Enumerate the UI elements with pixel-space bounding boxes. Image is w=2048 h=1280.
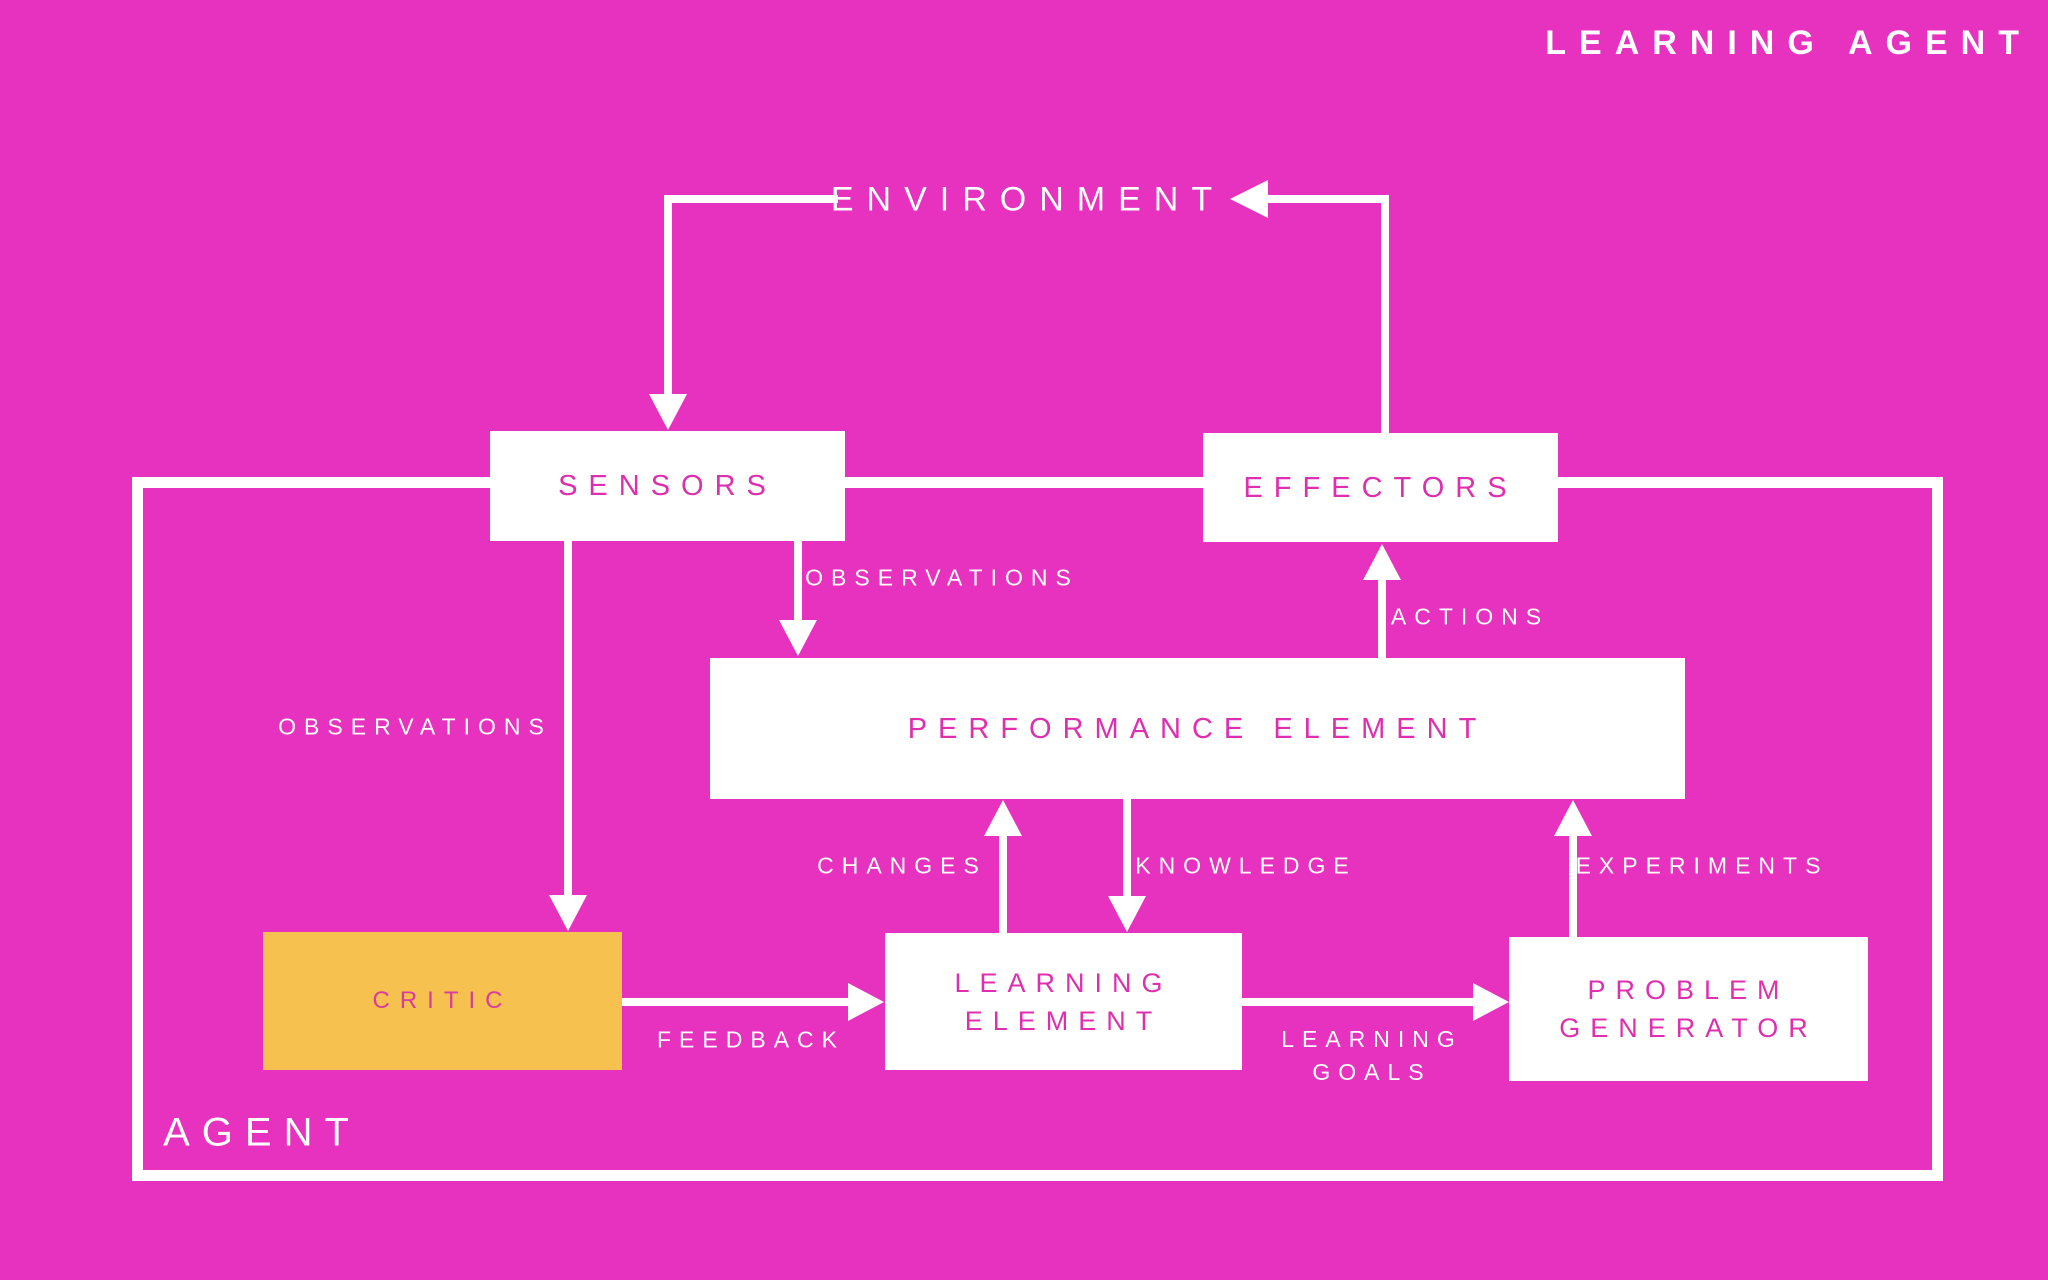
- feedback-label: FEEDBACK: [657, 1026, 845, 1053]
- sensors-label: SENSORS: [558, 470, 777, 502]
- changes-label: CHANGES: [817, 852, 987, 879]
- arrow-critic-to-learning: [622, 983, 884, 1021]
- performance-element-box: PERFORMANCE ELEMENT: [710, 658, 1685, 799]
- effectors-label: EFFECTORS: [1243, 471, 1518, 504]
- learning-element-label-line2: ELEMENT: [964, 1005, 1163, 1036]
- performance-element-label: PERFORMANCE ELEMENT: [907, 712, 1488, 745]
- arrow-learning-to-generator: [1242, 983, 1509, 1021]
- learning-goals-label-line2: GOALS: [1312, 1059, 1432, 1085]
- experiments-label: EXPERIMENTS: [1575, 852, 1829, 879]
- arrow-environment-to-sensors: [649, 195, 838, 430]
- critic-label: CRITIC: [372, 987, 513, 1014]
- problem-generator-label-line1: PROBLEM: [1587, 975, 1790, 1005]
- arrow-effectors-to-environment: [1230, 180, 1389, 433]
- actions-label: ACTIONS: [1390, 603, 1550, 630]
- arrow-performance-to-effectors: [1363, 544, 1401, 658]
- problem-generator-box: PROBLEM GENERATOR: [1509, 937, 1868, 1081]
- observations-to-critic-label: OBSERVATIONS: [278, 713, 552, 740]
- arrow-learning-to-performance: [984, 800, 1022, 933]
- page-title: LEARNING AGENT: [1545, 24, 2032, 62]
- agent-label: AGENT: [163, 1110, 361, 1155]
- learning-element-label-line1: LEARNING: [954, 967, 1173, 998]
- observations-to-performance-label: OBSERVATIONS: [805, 564, 1079, 591]
- critic-box: CRITIC: [263, 932, 622, 1070]
- arrow-sensors-to-critic: [549, 541, 587, 931]
- agent-boundary-frame: [132, 477, 1943, 1181]
- knowledge-label: KNOWLEDGE: [1135, 852, 1357, 879]
- learning-element-box: LEARNING ELEMENT: [885, 933, 1242, 1070]
- problem-generator-label-line2: GENERATOR: [1559, 1013, 1818, 1043]
- learning-goals-label: LEARNING GOALS: [1281, 1023, 1463, 1089]
- arrow-sensors-to-performance: [779, 541, 817, 656]
- effectors-box: EFFECTORS: [1203, 433, 1558, 542]
- learning-goals-label-line1: LEARNING: [1281, 1026, 1463, 1052]
- environment-label: ENVIRONMENT: [830, 180, 1226, 219]
- sensors-box: SENSORS: [490, 431, 845, 541]
- arrow-generator-to-performance: [1554, 800, 1592, 937]
- arrow-performance-to-learning: [1108, 799, 1146, 932]
